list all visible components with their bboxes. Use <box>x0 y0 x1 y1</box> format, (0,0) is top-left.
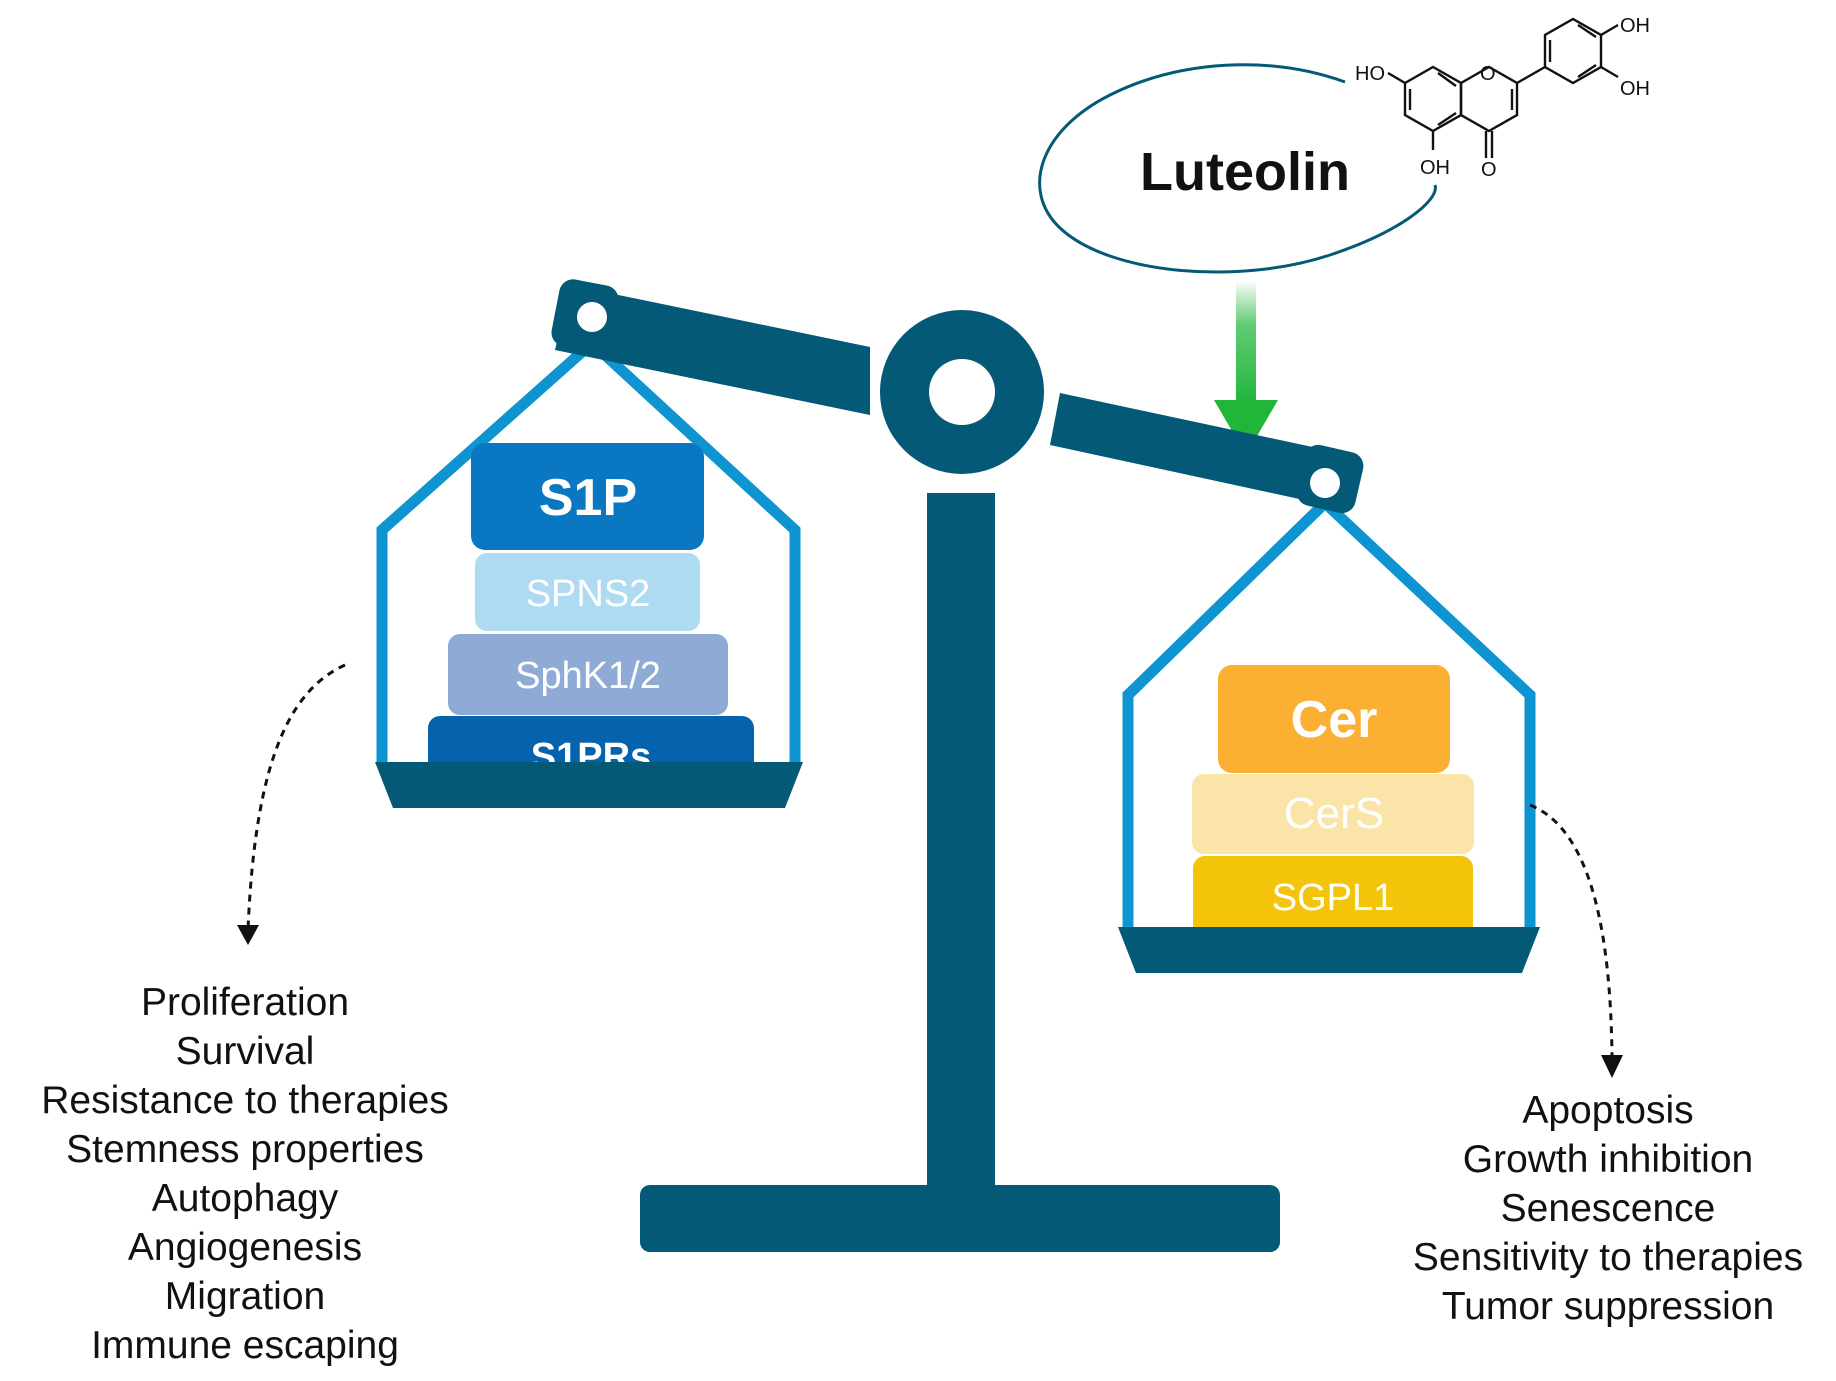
left-pan-tray <box>375 762 803 808</box>
oh-label-bottom: OH <box>1420 157 1450 179</box>
scale-beam <box>551 279 1364 514</box>
o-ring-label: O <box>1480 63 1496 85</box>
luteolin-callout: Luteolin <box>1038 63 1437 274</box>
outcome-item: Angiogenesis <box>127 1226 363 1269</box>
outcome-item: Sensitivity to therapies <box>1412 1236 1804 1279</box>
outcome-item: Proliferation <box>140 981 350 1024</box>
molecule-atom-labels: OH OH HO OH O O <box>1355 15 1650 181</box>
outcome-item: Migration <box>164 1275 326 1318</box>
cer-label: Cer <box>1291 691 1378 749</box>
outcome-item: Immune escaping <box>91 1324 399 1367</box>
luteolin-label: Luteolin <box>1140 142 1350 202</box>
left-outcomes-list: Proliferation Survival Resistance to the… <box>0 978 490 1370</box>
outcome-item: Stemness properties <box>66 1128 424 1171</box>
cers-block <box>1192 774 1474 854</box>
sphk-label: SphK1/2 <box>515 655 661 697</box>
scale-pole <box>927 493 995 1205</box>
outcome-item: Autophagy <box>151 1177 339 1220</box>
oh-label-top: OH <box>1620 15 1650 37</box>
left-dashed-arrow <box>246 663 346 931</box>
right-arrow-head <box>1601 1055 1623 1078</box>
spns2-label: SPNS2 <box>526 573 651 615</box>
scale-base <box>640 1185 1280 1252</box>
right-pan-blocks: Cer CerS SGPL1 <box>1192 665 1474 937</box>
outcome-item: Growth inhibition <box>1462 1138 1754 1181</box>
cers-label: CerS <box>1284 789 1384 838</box>
outcome-item: Resistance to therapies <box>41 1079 449 1122</box>
left-pan-blocks: S1P SPNS2 SphK1/2 S1PRs <box>428 443 754 796</box>
outcome-item: Tumor suppression <box>1441 1285 1775 1328</box>
left-arrow-head <box>237 925 259 945</box>
right-pan-tray <box>1118 927 1540 973</box>
right-hinge-hole <box>1310 468 1340 498</box>
spns2-block <box>475 553 700 631</box>
pivot-hole <box>929 359 995 425</box>
sphk-block <box>448 634 728 715</box>
luteolin-molecule <box>1387 17 1619 158</box>
ho-label-left: HO <box>1355 63 1385 85</box>
outcome-item: Senescence <box>1500 1187 1716 1230</box>
outcome-item: Survival <box>175 1030 315 1073</box>
cer-block <box>1218 665 1450 773</box>
right-outcomes-list: Apoptosis Growth inhibition Senescence S… <box>1380 1086 1836 1331</box>
sgpl1-label: SGPL1 <box>1272 877 1395 919</box>
left-hinge-hole <box>577 302 607 332</box>
outcome-item: Apoptosis <box>1522 1089 1694 1132</box>
s1p-block <box>471 443 704 550</box>
oh-label-middle: OH <box>1620 78 1650 100</box>
o-carbonyl-label: O <box>1481 159 1497 181</box>
sgpl1-block <box>1193 856 1473 937</box>
right-dashed-arrow <box>1529 803 1614 1056</box>
green-down-arrow <box>1214 280 1278 455</box>
s1p-label: S1P <box>539 469 637 527</box>
luteolin-oval <box>1038 63 1437 274</box>
